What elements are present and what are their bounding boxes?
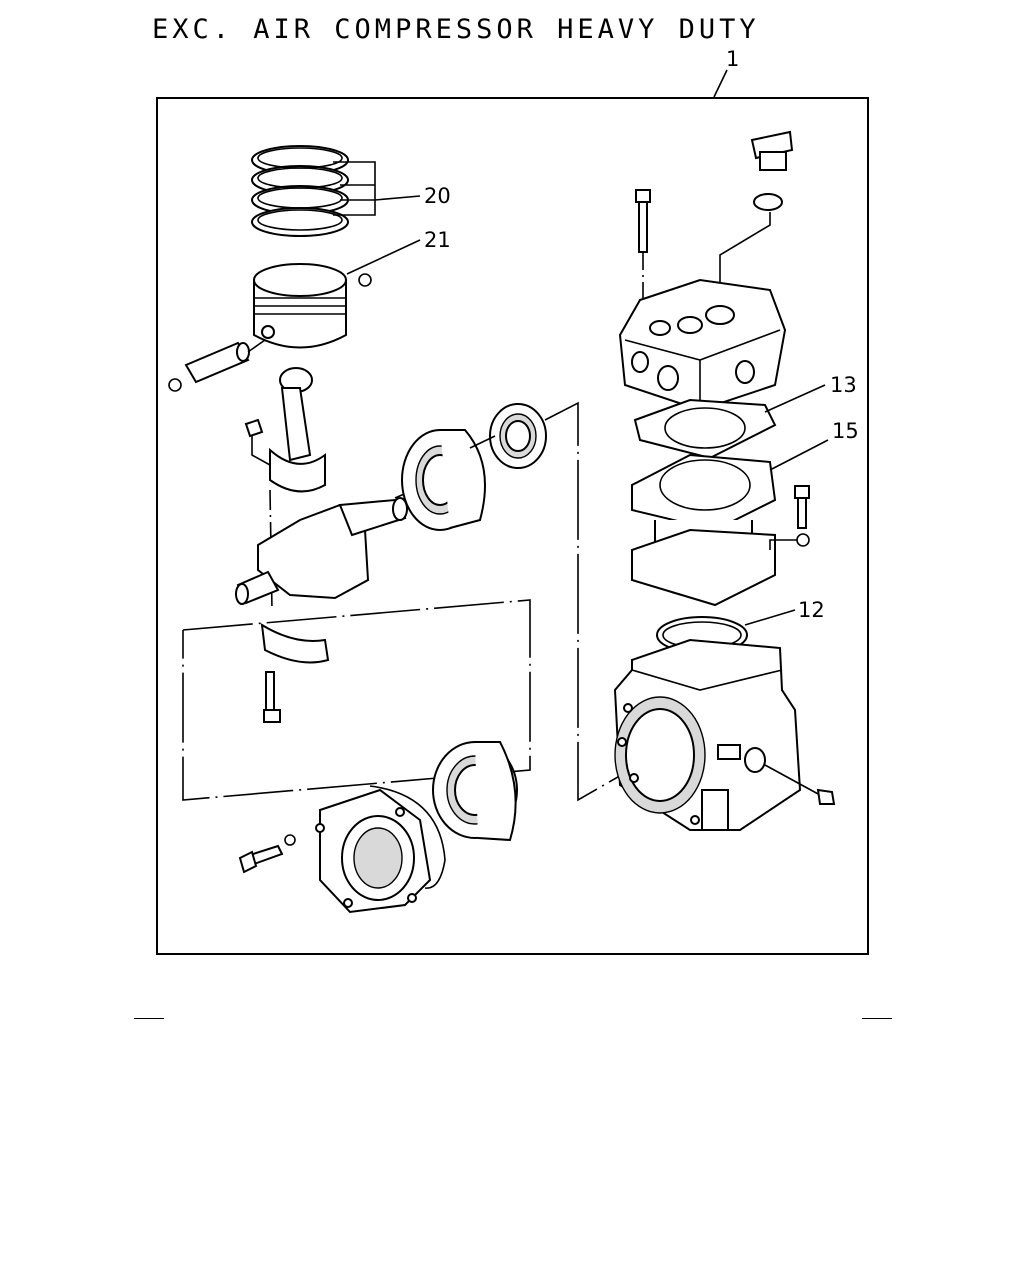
callout-21[interactable]: 21 — [346, 228, 451, 275]
callout-20[interactable]: 20 — [333, 161, 451, 216]
oil-seal-part[interactable] — [469, 401, 631, 802]
bearing-cap-part[interactable] — [260, 623, 330, 723]
diagram-title: EXC. AIR COMPRESSOR HEAVY DUTY — [152, 14, 760, 45]
callout-13[interactable]: 13 — [764, 373, 857, 413]
cylinder-head-part[interactable] — [618, 278, 787, 412]
svg-text:21: 21 — [424, 228, 451, 252]
head-gasket-part[interactable] — [633, 398, 777, 460]
right-page-mark — [862, 1018, 892, 1019]
assembly-frame — [156, 97, 869, 955]
svg-text:13: 13 — [830, 373, 857, 397]
cylinder-part[interactable] — [631, 453, 777, 607]
piston-rings-part[interactable] — [251, 145, 349, 237]
svg-text:1: 1 — [726, 47, 739, 71]
svg-text:20: 20 — [424, 184, 451, 208]
left-page-mark — [134, 1018, 164, 1019]
main-bearing-part[interactable] — [401, 429, 486, 531]
svg-text:12: 12 — [798, 598, 825, 622]
cylinder-head-bolt-part[interactable] — [635, 189, 651, 330]
connecting-rod-part[interactable] — [244, 367, 326, 611]
cylinder-bolt-part[interactable] — [769, 485, 810, 550]
svg-text:15: 15 — [832, 419, 859, 443]
alignment-guide-lower — [182, 599, 531, 801]
crankcase-part[interactable] — [613, 638, 802, 831]
drain-fitting-part[interactable] — [717, 744, 836, 805]
callout-1[interactable]: 1 — [713, 47, 739, 98]
bearing-cover-part[interactable] — [315, 785, 446, 914]
callout-15[interactable]: 15 — [769, 419, 859, 471]
rear-bearing-part[interactable] — [432, 741, 518, 842]
callout-12[interactable]: 12 — [744, 598, 825, 626]
piston-part[interactable] — [253, 263, 372, 349]
crankshaft-part[interactable] — [235, 487, 419, 605]
piston-pin-part[interactable] — [168, 339, 266, 392]
cover-bolt-part[interactable] — [238, 834, 296, 874]
